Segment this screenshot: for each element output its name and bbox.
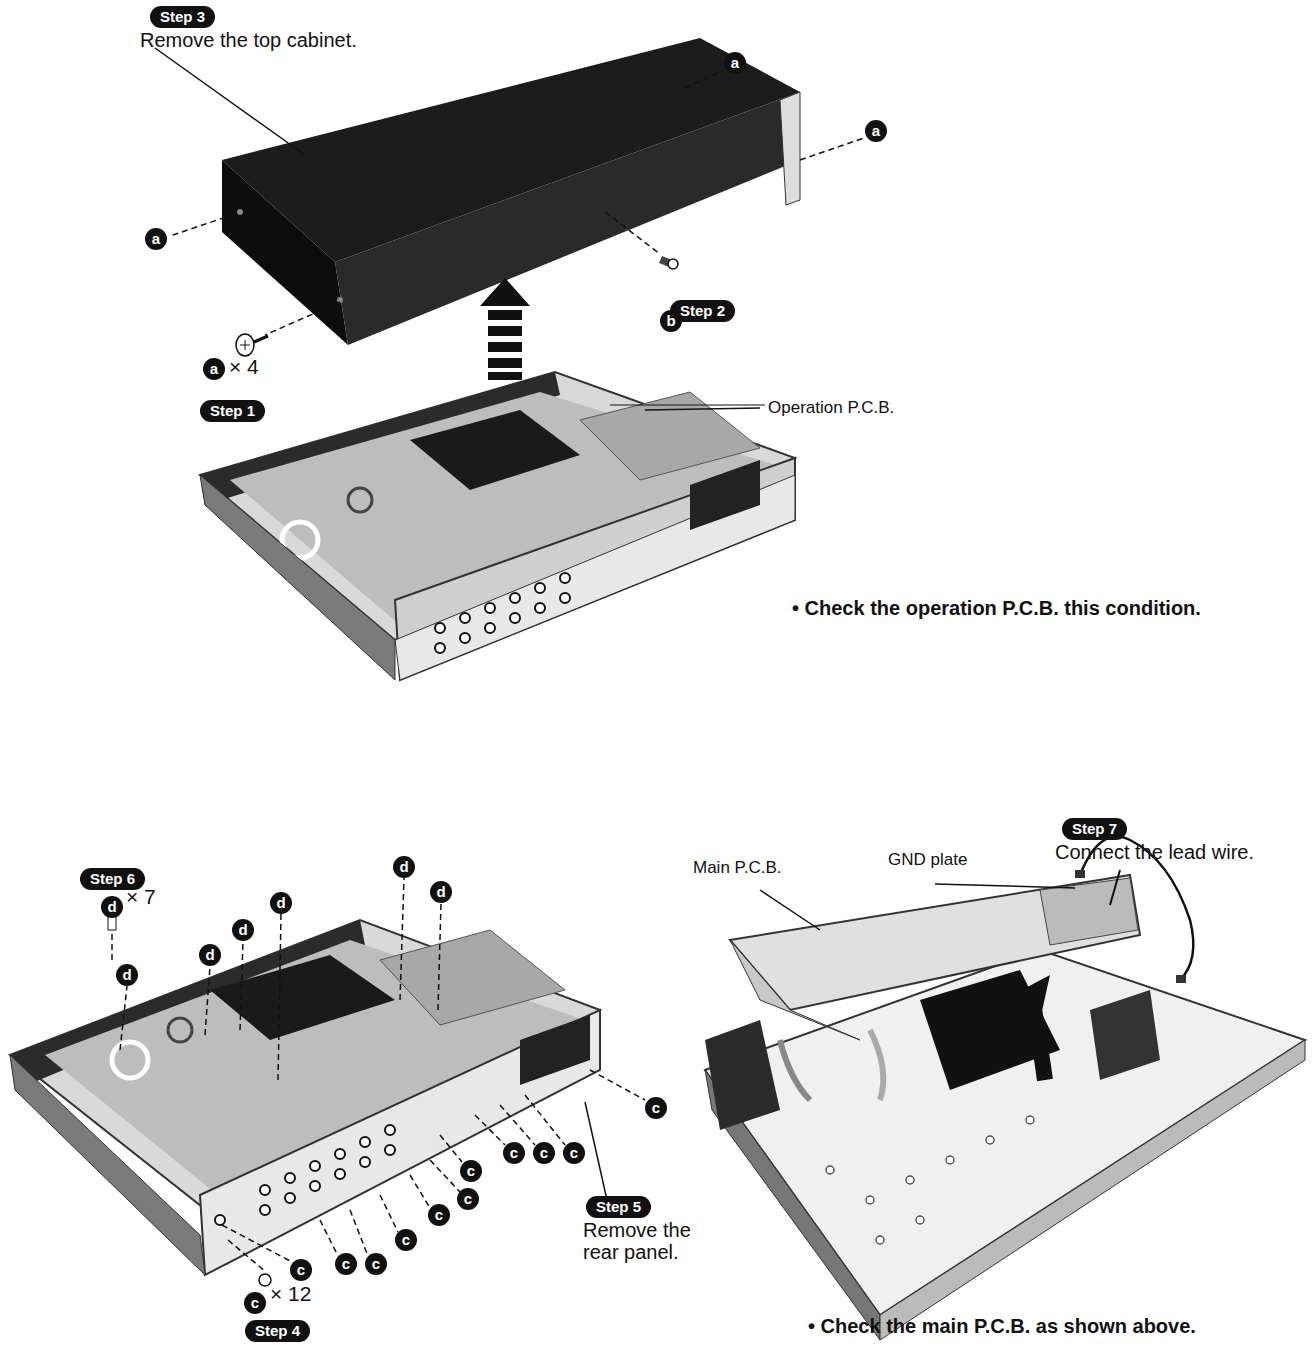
- quantity: × 12: [270, 1282, 311, 1306]
- callout-letter: c: [365, 1253, 387, 1275]
- step-instruction: Connect the lead wire.: [1055, 841, 1254, 863]
- callout-letter: c: [244, 1292, 266, 1314]
- step-instruction: Remove the top cabinet.: [140, 29, 357, 51]
- step-badge: Step 7: [1062, 818, 1127, 840]
- callout-letter: d: [430, 881, 452, 903]
- callout-letter: d: [116, 964, 138, 986]
- callout-letter: c: [503, 1142, 525, 1164]
- callout-letter: a: [865, 120, 887, 142]
- step-badge: Step 4: [245, 1320, 310, 1342]
- callout-letter: b: [660, 310, 682, 332]
- callout-letter: c: [428, 1204, 450, 1226]
- callout-letter: c: [645, 1097, 667, 1119]
- step-marker: Step 7Connect the lead wire.: [1055, 818, 1254, 863]
- callout-letter: d: [270, 892, 292, 914]
- callout-letter: c: [290, 1259, 312, 1281]
- step-badge: Step 5: [586, 1196, 651, 1218]
- part-name: GND plate: [888, 850, 967, 870]
- callout-letter: c: [563, 1142, 585, 1164]
- step-marker: Step 3Remove the top cabinet.: [140, 6, 357, 51]
- callout-letter: a: [203, 358, 225, 380]
- callout-letter: a: [145, 228, 167, 250]
- step-badge: Step 3: [150, 6, 215, 28]
- callout-letter: a: [724, 52, 746, 74]
- step-instruction: Remove the rear panel.: [583, 1219, 723, 1263]
- callout-letter: c: [533, 1142, 555, 1164]
- step-marker: Step 5Remove the rear panel.: [583, 1196, 723, 1263]
- part-name: Operation P.C.B.: [768, 398, 894, 418]
- quantity: × 4: [229, 355, 259, 379]
- callout-letter: d: [199, 944, 221, 966]
- callout-letter: d: [393, 856, 415, 878]
- callout-letter: c: [395, 1229, 417, 1251]
- callout-letter: d: [101, 896, 123, 918]
- callout-letter: c: [335, 1253, 357, 1275]
- step-marker: Step 1: [200, 400, 265, 422]
- step-badge: Step 1: [200, 400, 265, 422]
- callout-letter: c: [460, 1160, 482, 1182]
- step-marker: Step 4: [245, 1320, 310, 1342]
- callout-letter: c: [457, 1188, 479, 1210]
- note: • Check the main P.C.B. as shown above.: [808, 1315, 1196, 1338]
- part-name: Main P.C.B.: [693, 858, 782, 878]
- quantity: × 7: [126, 885, 156, 909]
- callout-letter: d: [232, 919, 254, 941]
- note: • Check the operation P.C.B. this condit…: [792, 597, 1201, 620]
